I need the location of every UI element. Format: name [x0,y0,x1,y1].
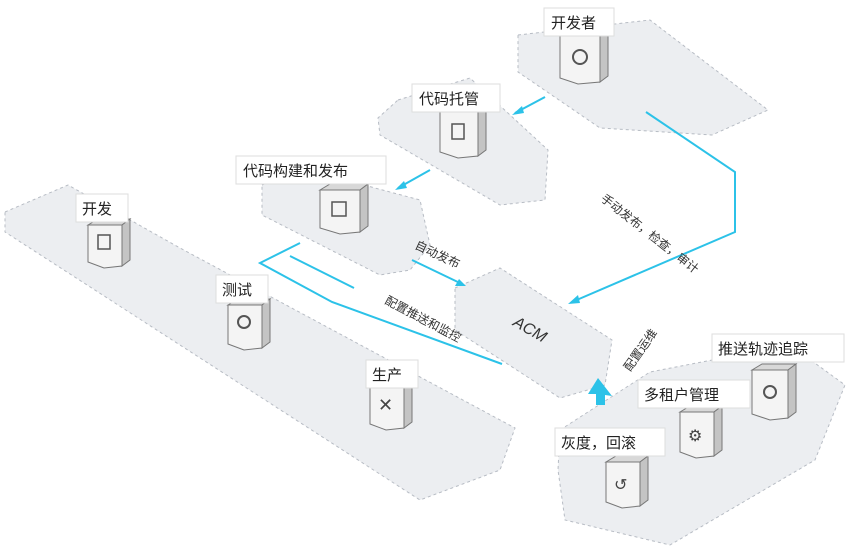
rollback-icon: ↺ [614,475,627,494]
platform-developer [517,19,769,136]
label-build-release: 代码构建和发布 [243,162,348,180]
connectors [257,96,736,405]
code-brackets-icon [331,201,347,217]
label-code-hosting: 代码托管 [419,90,479,108]
tools-icon: ✕ [378,395,393,416]
platform-acm [454,267,613,399]
label-gray-rollback: 灰度，回滚 [561,434,636,452]
label-multi-tenant: 多租户管理 [644,386,719,404]
config-ops-arrow [588,378,612,405]
edge-label-config-ops: 配置运维 [621,326,660,373]
label-prod: 生产 [372,366,402,384]
node-test [226,298,272,351]
code-file-icon [451,123,465,140]
edge-label-manual: 手动发布，检查，审计 [598,191,702,277]
node-build-release [318,183,370,235]
edge-label-config-push: 配置推送和监控 [383,292,464,345]
edge-auto-release [411,259,463,285]
node-dev [86,218,132,269]
label-developer: 开发者 [551,14,596,32]
gear-icon: ⚙ [688,426,702,445]
edge-label-auto: 自动发布 [413,237,463,271]
label-dev: 开发 [82,200,112,218]
magnifier-icon [237,315,251,329]
label-push-trace: 推送轨迹追踪 [718,340,808,358]
user-icon [572,49,588,65]
document-icon [97,234,111,250]
edge-manual-path [571,111,736,303]
node-multi-tenant: ⚙ [678,405,724,459]
node-developer [558,29,610,85]
node-gray-rollback: ↺ [604,455,650,509]
label-test: 测试 [222,281,252,299]
trace-icon [763,385,777,399]
edge-config-push [257,242,503,365]
edge-config-push-branch [289,255,355,289]
node-push-trace [750,363,798,421]
node-labels: 开发者 代码托管 代码构建和发布 开发 测试 生产 推送轨迹追踪 多租户管理 灰… [75,7,845,457]
